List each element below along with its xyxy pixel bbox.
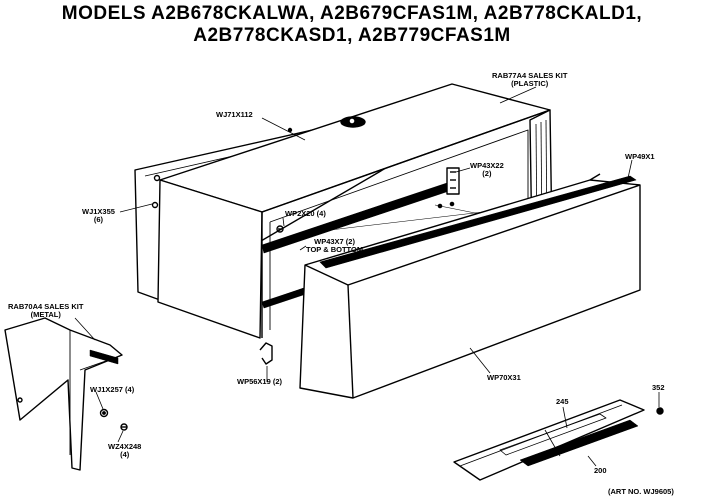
label-wj71x112: WJ71X112: [216, 111, 253, 119]
diagram-title-line1: MODELS A2B678CKALWA, A2B679CFAS1M, A2B77…: [61, 3, 643, 24]
label-wz4x248-line1: WZ4X248: [108, 442, 142, 451]
label-wp49x1: WP49X1: [625, 153, 655, 161]
label-sales-kit-plastic-line1: RAB77A4 SALES KIT: [492, 71, 568, 80]
label-sales-kit-metal-line2: (METAL): [30, 310, 61, 319]
label-wp2x20: WP2X20 (4): [285, 210, 326, 218]
label-352: 352: [652, 384, 665, 392]
label-wp43x22: WP43X22 (2): [470, 162, 504, 178]
label-wj1x257: WJ1X257 (4): [90, 386, 134, 394]
label-sales-kit-plastic-line2: (PLASTIC): [511, 79, 549, 88]
label-wp43x7-line2: TOP & BOTTOM: [306, 245, 364, 254]
front-panel: [299, 173, 641, 399]
wall-case: [151, 83, 553, 339]
label-wp70x31: WP70X31: [487, 374, 521, 382]
label-sales-kit-metal-line1: RAB70A4 SALES KIT: [8, 302, 84, 311]
label-sales-kit-plastic: RAB77A4 SALES KIT (PLASTIC): [492, 72, 567, 88]
label-wp2x20-line1: WP2X20 (4): [285, 209, 326, 218]
label-wj1x355: WJ1X355 (6): [82, 208, 115, 224]
diagram-title-line2: A2B778CKASD1, A2B779CFAS1M: [193, 25, 511, 46]
label-wp56x19-line1: WP56X19 (2): [237, 377, 283, 386]
label-wp56x19: WP56X19 (2): [237, 378, 282, 386]
label-sales-kit-metal: RAB70A4 SALES KIT (METAL): [8, 303, 83, 319]
metal-side-panel: [4, 317, 123, 471]
label-wz4x248: WZ4X248 (4): [108, 443, 141, 459]
label-wp43x7: WP43X7 (2) TOP & BOTTOM: [306, 238, 363, 254]
label-wj1x257-line1: WJ1X257 (4): [90, 385, 135, 394]
label-wp43x7-line1: WP43X7 (2): [314, 237, 355, 246]
art-number: (ART NO. WJ9605): [608, 487, 674, 496]
label-wj71x112-line1: WJ71X112: [216, 110, 253, 119]
fasteners: [99, 342, 664, 431]
bottom-trim-louver: [453, 399, 645, 481]
label-200: 200: [594, 467, 607, 475]
label-245-line1: 245: [556, 397, 569, 406]
label-wp43x22-line1: WP43X22: [470, 161, 504, 170]
label-wj1x355-line2: (6): [93, 215, 104, 224]
label-wj1x355-line1: WJ1X355: [82, 207, 115, 216]
label-245: 245: [556, 398, 569, 406]
label-wp49x1-line1: WP49X1: [625, 152, 655, 161]
label-200-line1: 200: [594, 466, 607, 475]
label-352-line1: 352: [652, 383, 665, 392]
leader-lines: [74, 86, 660, 467]
label-wp70x31-line1: WP70X31: [487, 373, 521, 382]
label-wz4x248-line2: (4): [120, 450, 130, 459]
label-wp43x22-line2: (2): [482, 169, 492, 178]
